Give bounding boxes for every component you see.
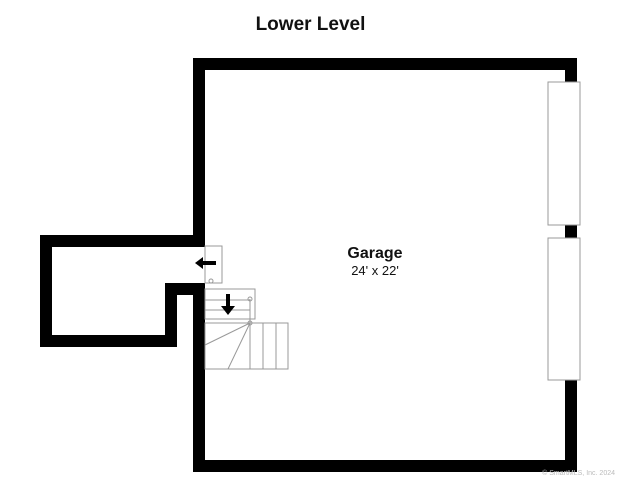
arrow-left-icon bbox=[195, 257, 216, 269]
stairs bbox=[204, 245, 289, 370]
copyright-watermark: © SmartMLS, Inc. 2024 bbox=[542, 470, 615, 477]
arrow-down-icon bbox=[221, 294, 235, 315]
garage-doors bbox=[547, 81, 581, 381]
room-name: Garage bbox=[347, 245, 403, 262]
walls bbox=[40, 58, 577, 472]
floor-title: Lower Level bbox=[255, 14, 366, 35]
room-dimensions: 24' x 22' bbox=[351, 263, 399, 278]
